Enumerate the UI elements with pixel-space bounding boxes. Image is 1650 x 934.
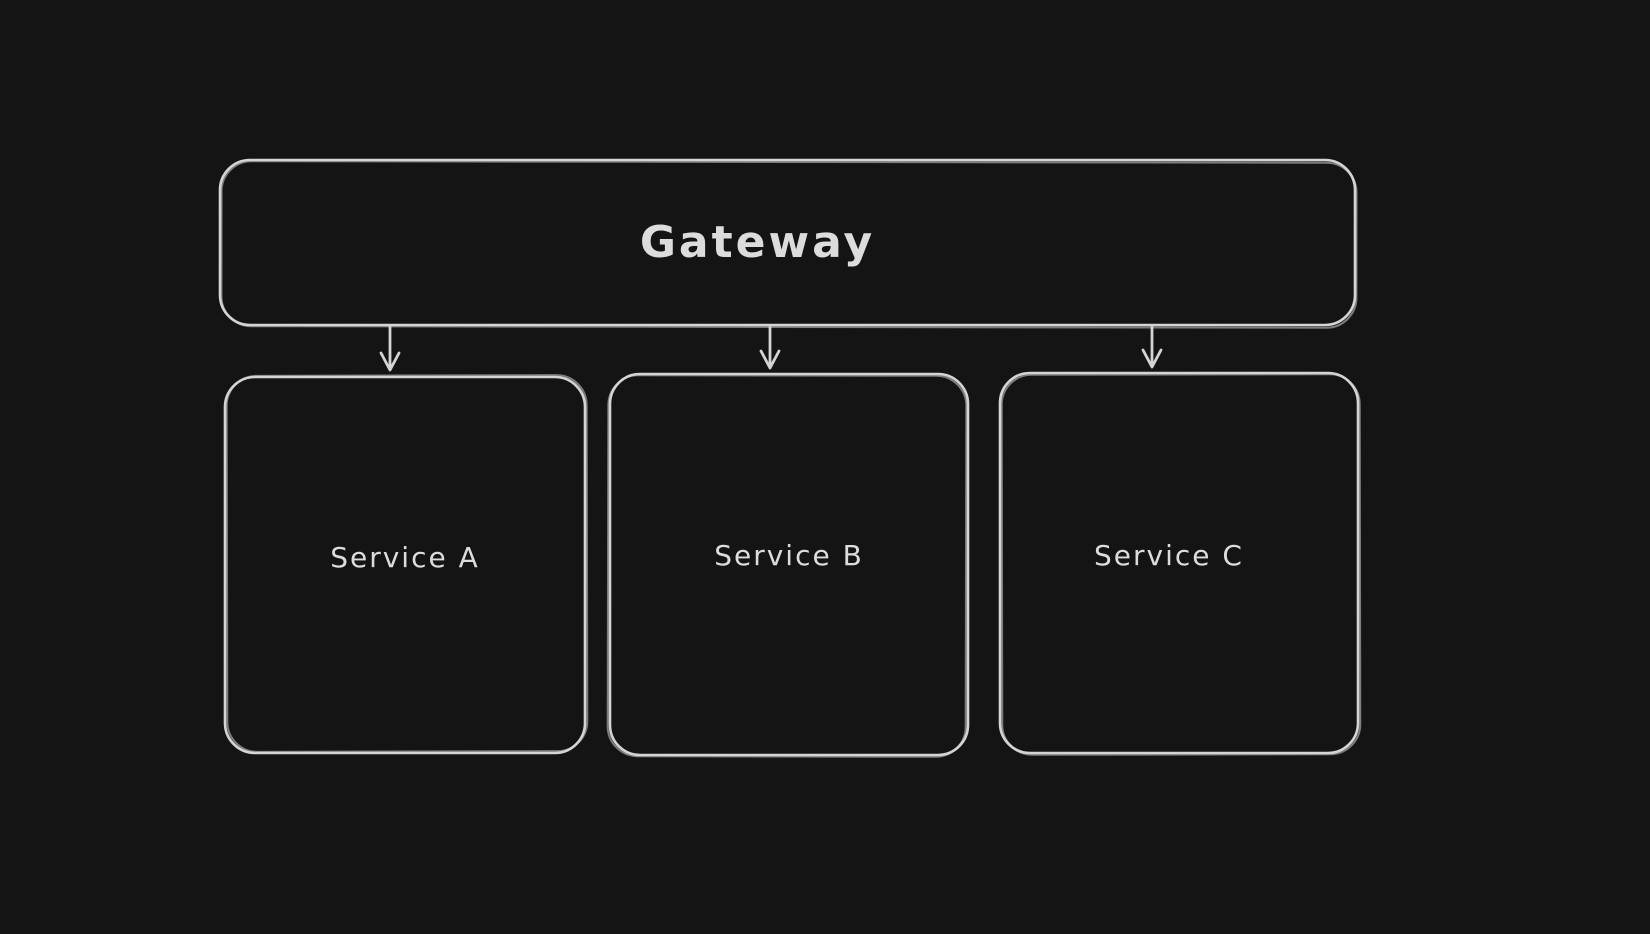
node-box-gateway	[218, 158, 1358, 329]
arrow-gateway-to-service-c	[1141, 325, 1163, 369]
node-box-service-b	[606, 372, 970, 758]
arrow-gateway-to-service-a	[379, 325, 401, 372]
node-box-service-c	[998, 371, 1362, 756]
node-box-service-a	[223, 374, 589, 755]
arrow-gateway-to-service-b	[759, 325, 781, 370]
